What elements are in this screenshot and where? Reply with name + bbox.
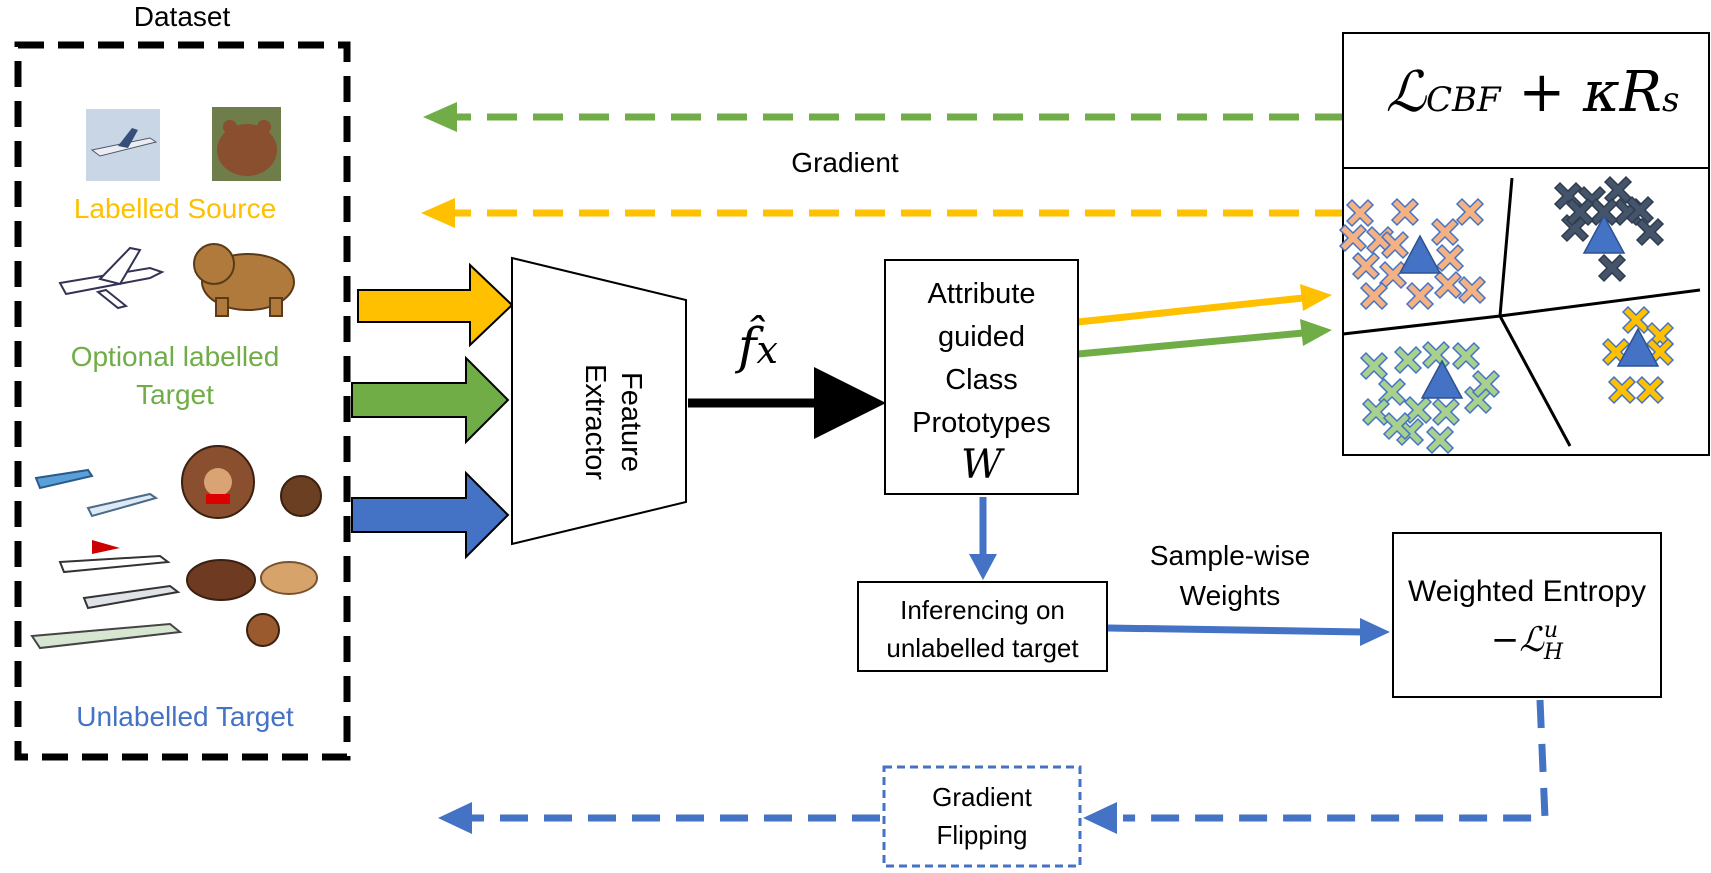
- loss-rest: + κR: [1500, 60, 1662, 125]
- cluster-sample-marker: [1635, 217, 1665, 247]
- optional-target-label-line2: Target: [136, 379, 214, 410]
- prototypes-to-inference-arrow-head: [969, 554, 997, 580]
- entropy-return-head: [1083, 802, 1117, 834]
- weighted-entropy-sub: H: [1543, 640, 1564, 665]
- labelled-source-label: Labelled Source: [73, 193, 277, 224]
- cluster-sample-marker: [1393, 345, 1423, 375]
- target-embedding-arrow-head: [1300, 319, 1332, 346]
- cluster-sample-marker: [1405, 281, 1435, 311]
- flipping-out-head: [438, 802, 472, 834]
- feature-symbol-main: f̂: [738, 317, 757, 375]
- gradient-flipping-box: [882, 765, 1082, 868]
- class-prototype-marker: [1420, 359, 1464, 399]
- inference-to-entropy-arrow-line: [1107, 624, 1364, 636]
- cluster-sample-marker: [1425, 425, 1455, 455]
- inference-to-entropy-arrow-head: [1360, 618, 1390, 646]
- source-input-arrow: [357, 262, 514, 348]
- airplane-drawing-icon: [58, 246, 165, 310]
- cluster-sample-marker: [1431, 397, 1461, 427]
- samplewise-line1: Sample-wise: [1149, 540, 1311, 571]
- target-embedding-arrow-line: [1077, 329, 1304, 358]
- cluster-sample-marker: [1635, 375, 1665, 405]
- dataset-title: Dataset: [133, 1, 231, 32]
- cluster-sample-marker: [1382, 411, 1412, 441]
- cluster-sample-marker: [1565, 197, 1595, 227]
- loss-sub: CBF: [1425, 80, 1501, 120]
- feature-extractor-line1: Feature: [615, 372, 647, 472]
- class-prototype-marker: [1398, 234, 1442, 274]
- feature-extractor-block: [511, 256, 687, 546]
- gradient-flipping-text: Gradient Flipping: [884, 778, 1080, 854]
- samplewise-line2: Weights: [1179, 580, 1281, 611]
- loss-formula: ℒCBF + κRs: [1360, 58, 1705, 135]
- cluster-sample-marker: [1345, 198, 1375, 228]
- gradient-green-head: [423, 102, 457, 132]
- embedding-clusters: [1338, 175, 1675, 455]
- class-prototype-marker: [1616, 327, 1660, 367]
- cluster-sample-marker: [1351, 251, 1381, 281]
- optional-target-label-line1: Optional labelled: [70, 341, 280, 372]
- cluster-sample-marker: [1471, 369, 1501, 399]
- cluster-sample-marker: [1390, 197, 1420, 227]
- cluster-sample-marker: [1380, 230, 1410, 260]
- class-prototype-marker: [1582, 214, 1626, 254]
- feature-extractor-label: Feature Extractor: [569, 332, 649, 512]
- inferencing-line1: Inferencing on: [900, 595, 1065, 625]
- gradient-yellow-head: [421, 198, 455, 228]
- source-embedding-arrow-head: [1300, 284, 1332, 311]
- cluster-sample-marker: [1451, 341, 1481, 371]
- bear-drawing-icon: [193, 243, 295, 317]
- loss-main: ℒ: [1385, 60, 1426, 125]
- decision-boundary: [1342, 288, 1701, 336]
- gradient-flipping-line1: Gradient: [932, 782, 1032, 812]
- entropy-return-dashed: [1123, 699, 1549, 822]
- prototypes-line3: Class: [945, 364, 1018, 396]
- unlabelled-airplanes-icon: [30, 468, 183, 650]
- cluster-sample-marker: [1378, 260, 1408, 290]
- source-embedding-arrow-line: [1077, 294, 1304, 326]
- inferencing-line2: unlabelled target: [886, 633, 1079, 663]
- unlabelled-target-label: Unlabelled Target: [76, 701, 294, 732]
- prototypes-line2: guided: [937, 321, 1026, 353]
- feature-symbol: f̂x: [738, 318, 778, 378]
- cluster-sample-marker: [1455, 197, 1485, 227]
- prototypes-symbol: W: [960, 442, 1003, 488]
- cluster-sample-marker: [1597, 253, 1627, 283]
- cluster-sample-marker: [1607, 375, 1637, 405]
- cluster-sample-marker: [1338, 223, 1368, 253]
- cluster-sample-marker: [1377, 377, 1407, 407]
- weighted-entropy-title: Weighted Entropy: [1408, 575, 1646, 608]
- cluster-sample-marker: [1359, 281, 1389, 311]
- inferencing-text: Inferencing on unlabelled target: [859, 591, 1106, 667]
- prototypes-text: Attribute guided Class Prototypes W: [886, 273, 1077, 485]
- feature-extractor-line2: Extractor: [579, 363, 611, 481]
- feature-symbol-sub: x: [756, 328, 778, 372]
- gradient-flipping-line2: Flipping: [936, 820, 1028, 850]
- prototypes-box: Attribute guided Class Prototypes W: [884, 259, 1079, 495]
- dataset-frame: [14, 41, 351, 761]
- weighted-entropy-sup: u: [1543, 618, 1559, 643]
- loss-rest-sub: s: [1661, 80, 1680, 120]
- inferencing-box: Inferencing on unlabelled target: [857, 581, 1108, 672]
- unlabelled-bears-icon: [181, 445, 322, 647]
- cluster-sample-marker: [1625, 195, 1655, 225]
- optional-target-input-arrow: [351, 355, 510, 445]
- prototypes-line1: Attribute: [927, 278, 1036, 310]
- cluster-sample-marker: [1430, 217, 1460, 247]
- airplane-photo-icon: [86, 109, 160, 181]
- unlabelled-input-arrow: [351, 470, 510, 560]
- cluster-sample-marker: [1359, 351, 1389, 381]
- gradient-label: Gradient: [791, 147, 899, 178]
- samplewise-label: Sample-wise Weights: [1110, 536, 1350, 616]
- cluster-sample-marker: [1457, 275, 1487, 305]
- prototypes-line4: Prototypes: [912, 407, 1051, 439]
- bear-photo-icon: [212, 107, 281, 181]
- weighted-entropy-prefix: −ℒ: [1490, 620, 1544, 660]
- cluster-sample-marker: [1433, 270, 1463, 300]
